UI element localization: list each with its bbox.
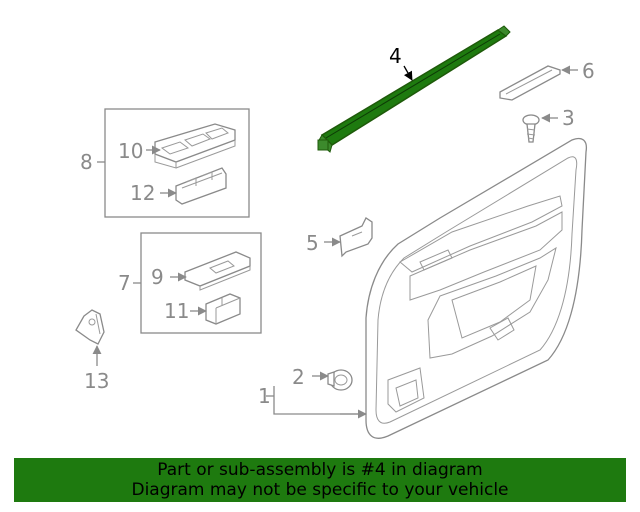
callout-4-leader bbox=[403, 65, 413, 81]
callout-9: 9 bbox=[151, 265, 164, 289]
master-switch-part-10[interactable] bbox=[154, 123, 236, 169]
banner-line-2: Diagram may not be specific to your vehi… bbox=[131, 480, 509, 500]
callout-12: 12 bbox=[130, 181, 155, 205]
callout-10: 10 bbox=[118, 139, 143, 163]
switch-bezel-part-12[interactable] bbox=[175, 167, 227, 205]
callout-3: 3 bbox=[562, 106, 575, 130]
callout-7: 7 bbox=[118, 271, 131, 295]
clip-part-2[interactable] bbox=[327, 369, 353, 391]
bracket-part-5[interactable] bbox=[339, 217, 373, 258]
callout-8: 8 bbox=[80, 150, 93, 174]
callout-6: 6 bbox=[582, 59, 595, 83]
door-trim-panel-part-1[interactable] bbox=[365, 137, 588, 439]
banner-line-1: Part or sub-assembly is #4 in diagram bbox=[157, 460, 483, 480]
callout-11: 11 bbox=[164, 299, 189, 323]
trim-strip-part-6[interactable] bbox=[499, 65, 561, 101]
callout-1: 1 bbox=[258, 384, 271, 408]
callout-5: 5 bbox=[306, 231, 319, 255]
callout-4: 4 bbox=[389, 44, 402, 68]
callout-1-bracket bbox=[273, 386, 366, 415]
callout-2: 2 bbox=[292, 365, 305, 389]
screw-part-3[interactable] bbox=[522, 114, 540, 143]
diagram-notice-banner: Part or sub-assembly is #4 in diagram Di… bbox=[14, 458, 626, 502]
bracket-part-13[interactable] bbox=[75, 309, 105, 345]
callout-13: 13 bbox=[84, 369, 109, 393]
switch-housing-part-11[interactable] bbox=[205, 293, 241, 325]
belt-weatherstrip-part-4[interactable] bbox=[317, 25, 511, 153]
group-8-box bbox=[104, 108, 250, 218]
window-switch-part-9[interactable] bbox=[184, 251, 251, 291]
